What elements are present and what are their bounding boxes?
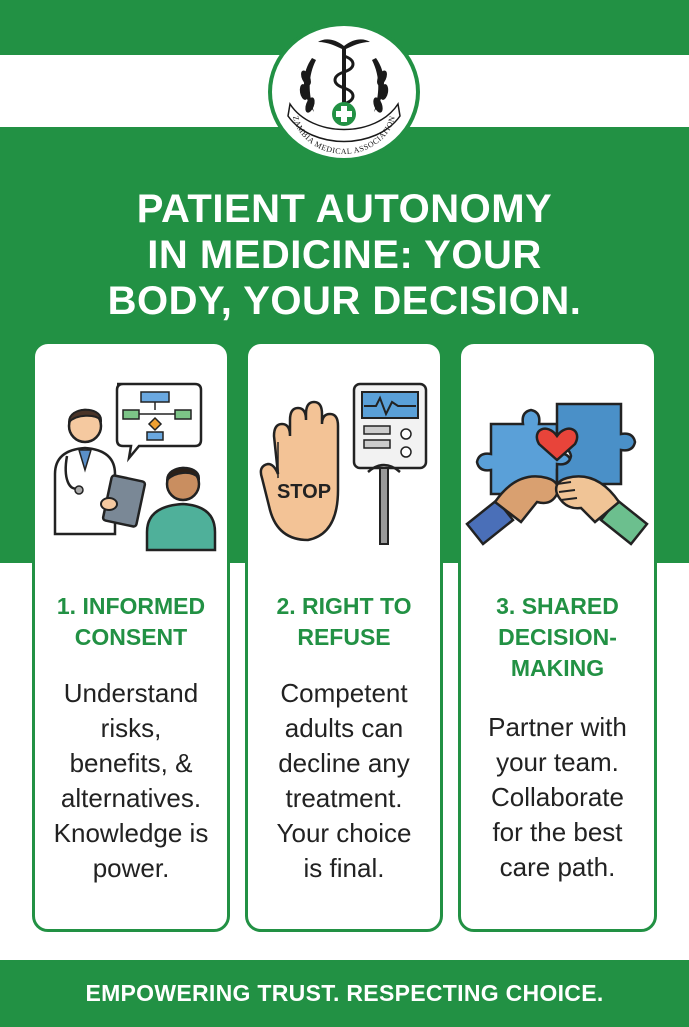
card-heading: 3. SHARED DECISION- MAKING xyxy=(467,591,648,684)
footer-tagline: EMPOWERING TRUST. RESPECTING CHOICE. xyxy=(85,980,604,1006)
card-body-line: your team. xyxy=(496,747,619,777)
card-heading-line: DECISION- xyxy=(498,624,617,650)
title-line: PATIENT AUTONOMY xyxy=(136,187,553,231)
card-heading-line: 3. SHARED xyxy=(496,593,619,619)
card-heading-line: REFUSE xyxy=(297,624,391,650)
card-heading-line: 2. RIGHT TO xyxy=(276,593,412,619)
card-body-line: care path. xyxy=(499,852,616,882)
card-body-line: decline any xyxy=(278,748,410,778)
card-body-line: Collaborate xyxy=(491,782,624,812)
card-right-to-refuse: STOP 2. RIGHT TO REFUSE Competent adults… xyxy=(245,341,443,932)
card-body-line: risks, xyxy=(100,713,162,743)
card-body-line: treatment. xyxy=(285,783,403,813)
card-heading: 2. RIGHT TO REFUSE xyxy=(254,591,434,653)
card-body-line: Competent xyxy=(280,678,408,708)
card-body-line: adults can xyxy=(284,713,404,743)
card-body-line: Understand xyxy=(63,678,199,708)
card-heading-line: 1. INFORMED xyxy=(56,593,206,619)
card-body-line: for the best xyxy=(492,817,623,847)
card-body-line: is final. xyxy=(303,853,385,883)
card-body: Partner with your team. Collaborate for … xyxy=(465,710,650,885)
stop-label: STOP xyxy=(277,481,331,503)
page-title: PATIENT AUTONOMY IN MEDICINE: YOUR BODY,… xyxy=(40,186,649,324)
card-body: Understand risks, benefits, & alternativ… xyxy=(39,676,223,886)
title-line: IN MEDICINE: YOUR xyxy=(147,233,542,277)
doctor-patient-consultation-icon xyxy=(53,382,217,552)
card-heading-line: CONSENT xyxy=(74,624,188,650)
card-body-line: benefits, & xyxy=(69,748,193,778)
card-shared-decision-making: 3. SHARED DECISION- MAKING Partner with … xyxy=(458,341,657,932)
puzzle-heart-handshake-icon xyxy=(465,402,649,546)
association-logo: ZAMBIA MEDICAL ASSOCIATION xyxy=(268,22,420,162)
card-heading-line: MAKING xyxy=(510,655,605,681)
footer-banner: EMPOWERING TRUST. RESPECTING CHOICE. xyxy=(0,960,689,1027)
card-body: Competent adults can decline any treatme… xyxy=(252,676,436,886)
card-body-line: Knowledge is xyxy=(53,818,209,848)
title-line: BODY, YOUR DECISION. xyxy=(107,279,582,323)
card-body-line: alternatives. xyxy=(60,783,202,813)
stop-hand-monitor-icon: STOP xyxy=(259,382,428,545)
caduceus-wreath-cross-icon: ZAMBIA MEDICAL ASSOCIATION xyxy=(287,39,401,156)
card-body-line: power. xyxy=(92,853,170,883)
card-body-line: Partner with xyxy=(488,712,627,742)
card-heading: 1. INFORMED CONSENT xyxy=(41,591,221,653)
card-informed-consent: 1. INFORMED CONSENT Understand risks, be… xyxy=(32,341,230,932)
card-body-line: Your choice xyxy=(276,818,412,848)
